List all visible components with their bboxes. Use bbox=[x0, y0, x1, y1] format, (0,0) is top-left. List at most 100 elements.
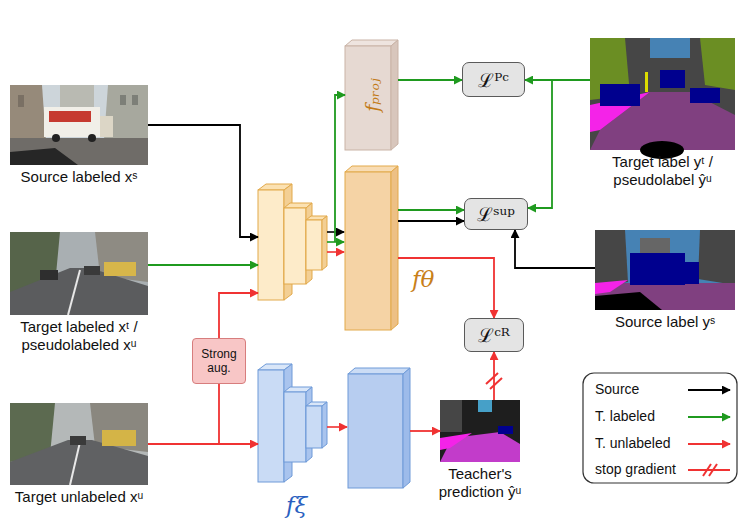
teacher-prediction-map-part bbox=[440, 400, 462, 432]
image-caption: Source labeled xˢ bbox=[4, 168, 154, 186]
teacher-network-part bbox=[327, 426, 347, 428]
network-label: fξ bbox=[286, 492, 307, 518]
source-photo-part bbox=[88, 134, 96, 142]
source-photo-part bbox=[10, 148, 78, 165]
projection-head-shape-part bbox=[345, 40, 398, 46]
source-photo-part bbox=[120, 95, 126, 105]
source-photo-part bbox=[18, 95, 24, 107]
source-label-map-part bbox=[698, 230, 735, 285]
flow-arrow bbox=[148, 384, 219, 444]
box-label: ℒᴾᶜ bbox=[478, 69, 509, 91]
projection-head: fₚᵣₒⱼ bbox=[345, 40, 398, 150]
student-network-part bbox=[284, 208, 306, 284]
source-photo-part bbox=[10, 85, 148, 165]
source-photo-part bbox=[52, 134, 60, 142]
target-label-map-node: Target label yᵗ / pseudolabel ŷᵘ bbox=[590, 38, 735, 150]
source-label-map-part bbox=[630, 253, 685, 285]
student-network-part bbox=[391, 166, 398, 330]
target-label-map-part bbox=[700, 38, 735, 90]
teacher-network-part bbox=[322, 402, 327, 448]
teacher-network-part bbox=[348, 368, 410, 374]
student-network-part bbox=[306, 220, 322, 270]
source-label-map-part bbox=[595, 292, 662, 310]
flow-arrow bbox=[398, 79, 462, 81]
teacher-network-part bbox=[258, 370, 284, 482]
image-caption: Target unlabeled xᵘ bbox=[4, 488, 154, 506]
source-photo-part bbox=[132, 95, 138, 105]
image-caption: Target label yᵗ / pseudolabel ŷᵘ bbox=[588, 153, 738, 189]
target-unlabeled-photo-part bbox=[70, 442, 80, 485]
flow-arrow bbox=[398, 209, 464, 211]
target-unlabeled-photo-part bbox=[102, 430, 136, 446]
legend-frame-part bbox=[688, 389, 730, 391]
loss-box: ℒᶜᴿ bbox=[464, 318, 524, 352]
target-labeled-photo bbox=[10, 232, 148, 315]
teacher-network bbox=[258, 364, 410, 488]
flow-arrow bbox=[410, 430, 440, 432]
source-label-map-part bbox=[685, 262, 699, 284]
target-unlabeled-image: Target unlabeled xᵘ bbox=[10, 403, 148, 485]
projection-head-shape-part bbox=[391, 40, 398, 150]
legend-frame-part bbox=[688, 416, 730, 418]
augmentation-box: Strong aug. bbox=[192, 338, 246, 384]
box-label: ℒˢᵘᵖ bbox=[477, 203, 515, 225]
student-network-part bbox=[327, 251, 344, 253]
target-unlabeled-photo-part bbox=[10, 403, 148, 485]
target-labeled-image: Target labeled xᵗ / pseudolabeled xᵘ bbox=[10, 232, 148, 315]
source-label-map-node: Source label yˢ bbox=[595, 230, 735, 310]
teacher-network-part bbox=[306, 406, 322, 448]
source-image: Source labeled xˢ bbox=[10, 85, 148, 165]
flow-arrow bbox=[515, 230, 595, 268]
teacher-prediction-map-part bbox=[478, 400, 492, 412]
box-label: ℒᶜᴿ bbox=[478, 324, 510, 346]
student-network-part bbox=[258, 190, 284, 300]
target-label-map bbox=[590, 38, 735, 159]
target-label-map-part bbox=[600, 84, 640, 106]
target-unlabeled-photo-part bbox=[10, 440, 148, 485]
flow-arrow bbox=[335, 95, 345, 166]
target-label-map-part bbox=[590, 38, 735, 150]
legend-text: stop gradient bbox=[595, 461, 676, 478]
legend-frame-part bbox=[583, 373, 737, 483]
legend-frame-part bbox=[688, 443, 730, 445]
student-network-part bbox=[345, 166, 398, 172]
student-network-node: fθ bbox=[258, 166, 398, 330]
box-label: Strong aug. bbox=[196, 347, 242, 375]
image-caption: Target labeled xᵗ / pseudolabeled xᵘ bbox=[4, 318, 154, 354]
target-unlabeled-photo bbox=[10, 403, 148, 485]
legend-text: T. unlabeled bbox=[595, 435, 671, 452]
network-label: fθ bbox=[412, 266, 434, 292]
flow-arrow bbox=[148, 264, 258, 266]
target-label-map-part bbox=[650, 38, 690, 58]
projection-head-shape-part bbox=[345, 46, 391, 150]
source-label-map-part bbox=[595, 230, 735, 310]
target-label-map-part bbox=[660, 70, 685, 88]
source-label-map bbox=[595, 230, 735, 310]
teacher-network-node: fξ bbox=[258, 360, 410, 488]
target-labeled-photo-part bbox=[10, 232, 148, 315]
target-labeled-photo-part bbox=[40, 270, 58, 280]
source-label-map-part bbox=[595, 280, 628, 294]
student-network-part bbox=[345, 172, 391, 330]
image-caption: Source label yˢ bbox=[590, 313, 740, 331]
target-label-map-part bbox=[690, 88, 720, 103]
teacher-prediction-map-part bbox=[498, 426, 513, 434]
legend-text: Source bbox=[595, 381, 639, 398]
flow-arrow bbox=[148, 443, 258, 445]
student-network bbox=[258, 166, 398, 330]
source-photo-part bbox=[100, 116, 113, 137]
source-photo-part bbox=[10, 85, 46, 146]
teacher-prediction-node: Teacher's prediction ŷᵘ bbox=[440, 400, 520, 462]
source-photo bbox=[10, 85, 148, 165]
target-labeled-photo-part bbox=[84, 266, 100, 275]
stop-gradient-mark-part bbox=[490, 378, 502, 389]
source-photo-part bbox=[10, 138, 148, 165]
projection-label: fₚᵣₒⱼ bbox=[361, 78, 383, 112]
target-unlabeled-photo-part bbox=[70, 436, 86, 445]
image-caption: Teacher's prediction ŷᵘ bbox=[420, 465, 540, 501]
source-label-map-part bbox=[595, 230, 628, 286]
teacher-network-part bbox=[403, 368, 410, 488]
teacher-network-part bbox=[348, 374, 403, 488]
